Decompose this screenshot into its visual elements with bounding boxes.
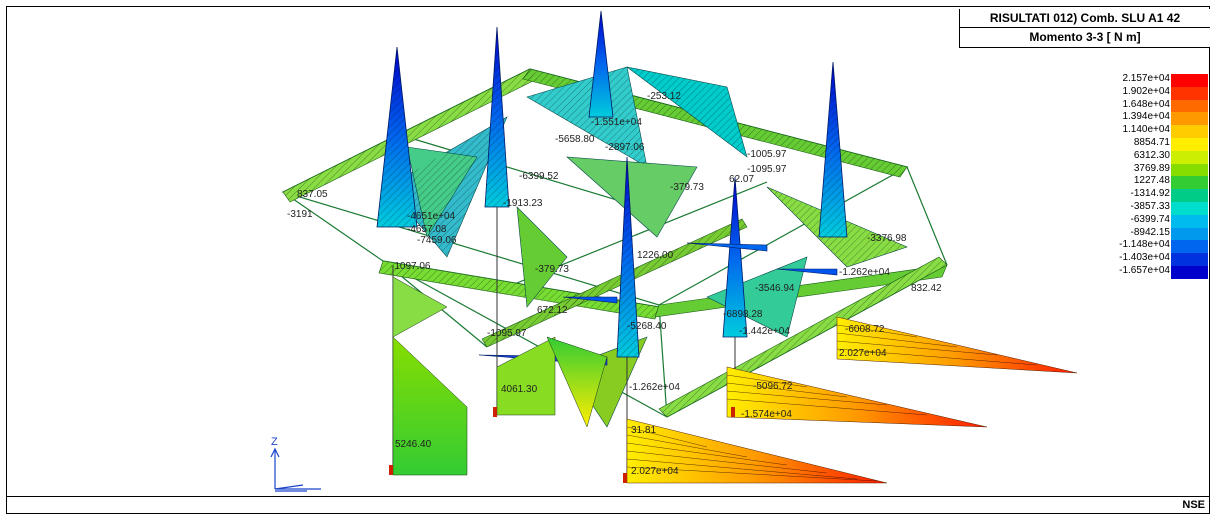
- value-label: -3191: [287, 209, 313, 220]
- legend-swatch: [1171, 99, 1208, 113]
- value-label: -3376.98: [867, 233, 907, 244]
- legend-swatch: [1171, 163, 1208, 177]
- legend-value: 8854.71: [1133, 136, 1170, 148]
- legend-row: -1.148e+04: [1094, 239, 1210, 254]
- legend-row: 1.394e+04: [1094, 111, 1210, 126]
- value-label: -379.73: [535, 264, 569, 275]
- value-label: 31.81: [631, 425, 656, 436]
- value-label: -1097.06: [391, 261, 431, 272]
- result-subtitle: Momento 3-3 [ N m]: [1029, 30, 1141, 44]
- legend-swatch: [1171, 201, 1208, 215]
- value-label: 5246.40: [395, 439, 432, 450]
- value-label: 2.027e+04: [839, 348, 887, 359]
- value-label: -5658.80: [555, 134, 595, 145]
- legend-value: -3857.33: [1130, 200, 1170, 212]
- value-label: -379.73: [670, 182, 704, 193]
- value-label: -253.12: [647, 91, 681, 102]
- legend-value: 1.140e+04: [1122, 124, 1170, 136]
- legend-row: -8942.15: [1094, 226, 1210, 241]
- value-label: -1.574e+04: [741, 409, 792, 420]
- structure-moment-diagram[interactable]: -5268.40 -4657.08 -2897.06 -1913.23 -379…: [7, 7, 1209, 497]
- value-label: -7459.06: [417, 235, 457, 246]
- value-label: -5096.72: [753, 381, 793, 392]
- value-label: -3546.94: [755, 283, 795, 294]
- legend-row: 1227.48: [1094, 175, 1210, 190]
- legend-value: -8942.15: [1130, 226, 1170, 238]
- value-label: -4651e+04: [407, 211, 456, 222]
- legend-row: 1.902e+04: [1094, 85, 1210, 100]
- graphics-viewport[interactable]: -5268.40 -4657.08 -2897.06 -1913.23 -379…: [6, 6, 1210, 514]
- value-label: 837.05: [297, 189, 328, 200]
- legend-swatch: [1171, 137, 1208, 151]
- legend-value: 6312.30: [1133, 149, 1170, 161]
- legend-swatch: [1171, 214, 1208, 228]
- legend-swatch: [1171, 253, 1208, 266]
- positive-moment-wedges: [626, 316, 1078, 484]
- value-label: -1.551e+04: [591, 117, 642, 128]
- value-label: 62.07: [729, 174, 754, 185]
- column-moments: [392, 276, 608, 476]
- legend-value: -1314.92: [1130, 188, 1170, 200]
- legend-value: 2.157e+04: [1122, 73, 1170, 84]
- result-title-box: RISULTATI 012) Comb. SLU A1 42 Momento 3…: [959, 9, 1210, 48]
- legend-row: 3769.89: [1094, 162, 1210, 177]
- status-bar: NSE: [7, 496, 1209, 513]
- value-label: -1.262e+04: [839, 267, 890, 278]
- legend-value: -1.148e+04: [1119, 239, 1170, 251]
- value-label: -1095.97: [747, 164, 787, 175]
- legend-swatch: [1171, 227, 1208, 241]
- value-label: 672.12: [537, 305, 568, 316]
- legend-row: 8854.71: [1094, 136, 1210, 151]
- value-label: 832.42: [911, 283, 942, 294]
- wedge-lines: [626, 324, 1038, 482]
- legend-row: 2.157e+04: [1094, 73, 1210, 87]
- legend-row: -1.657e+04: [1094, 264, 1210, 279]
- legend-value: -1.403e+04: [1119, 252, 1170, 264]
- value-labels: -5268.40 -4657.08 -2897.06 -1913.23 -379…: [287, 91, 942, 477]
- value-label: 4061.30: [501, 384, 538, 395]
- legend-row: 6312.30: [1094, 149, 1210, 164]
- value-label: -5268.40: [627, 321, 667, 332]
- value-label: -1.262e+04: [629, 382, 680, 393]
- value-label: -6008.72: [845, 324, 885, 335]
- value-label: -6898.28: [723, 309, 763, 320]
- legend-swatch: [1171, 125, 1208, 138]
- value-label: -1.442e+04: [739, 326, 790, 337]
- legend-row: -1314.92: [1094, 188, 1210, 202]
- legend-value: 3769.89: [1133, 162, 1170, 174]
- axis-z-label: Z: [271, 436, 278, 448]
- legend-swatch: [1171, 112, 1208, 126]
- axis-triad: [270, 447, 321, 492]
- legend-swatch: [1171, 189, 1208, 202]
- legend-row: 1.648e+04: [1094, 98, 1210, 113]
- value-label: -1005.97: [747, 149, 787, 160]
- legend-value: -1.657e+04: [1119, 264, 1170, 276]
- legend-swatch: [1171, 176, 1208, 190]
- legend-swatch: [1171, 265, 1208, 279]
- value-label: -1095.97: [487, 328, 527, 339]
- legend-value: 1.902e+04: [1122, 85, 1170, 97]
- supports: [389, 407, 735, 483]
- legend-row: -1.403e+04: [1094, 252, 1210, 266]
- legend-value: 1227.48: [1133, 175, 1170, 187]
- result-title: RISULTATI 012) Comb. SLU A1 42: [960, 9, 1210, 28]
- legend-swatch: [1171, 74, 1208, 87]
- legend-value: 1.648e+04: [1122, 98, 1170, 110]
- legend-swatch: [1171, 86, 1208, 100]
- legend-value: 1.394e+04: [1122, 111, 1170, 123]
- legend-swatch: [1171, 150, 1208, 164]
- status-text: NSE: [1182, 499, 1205, 511]
- legend-row: 1.140e+04: [1094, 124, 1210, 138]
- legend-row: -6399.74: [1094, 213, 1210, 228]
- value-label: -6399.52: [519, 171, 559, 182]
- value-label: -4657.08: [407, 224, 447, 235]
- legend-row: -3857.33: [1094, 200, 1210, 215]
- value-label: -2897.06: [605, 142, 645, 153]
- value-label: 1226.00: [637, 250, 674, 261]
- value-label: 2.027e+04: [631, 466, 679, 477]
- legend-value: -6399.74: [1130, 213, 1170, 225]
- legend-swatch: [1171, 240, 1208, 254]
- value-label: -1913.23: [503, 198, 543, 209]
